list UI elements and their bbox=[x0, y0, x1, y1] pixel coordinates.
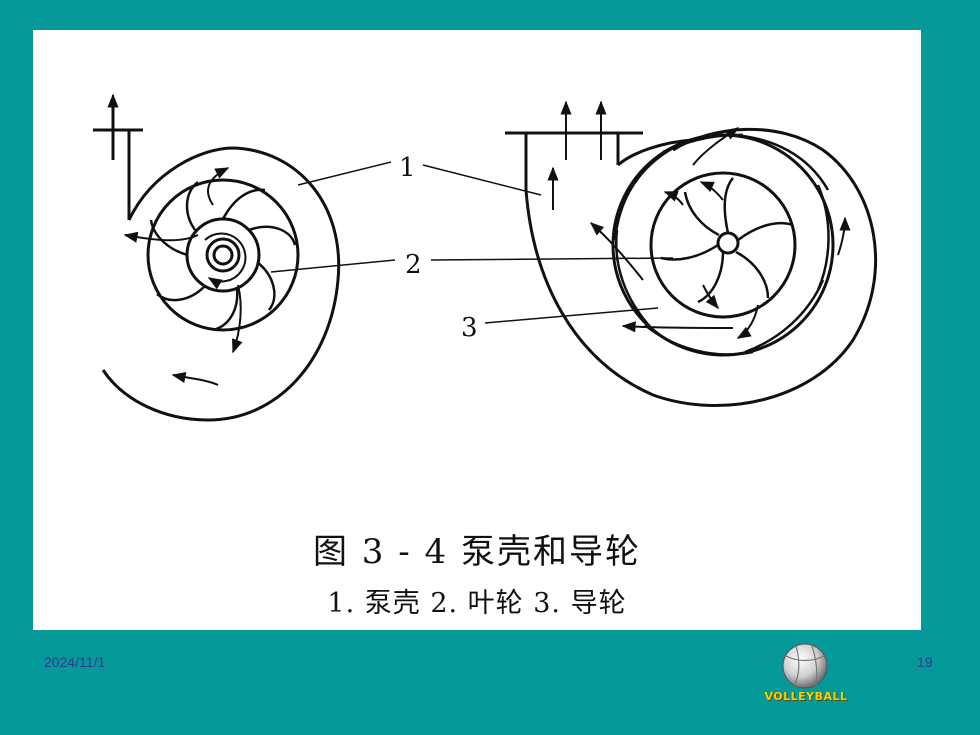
left-flow-arrows bbox=[107, 93, 243, 386]
callout-label-3: 3 bbox=[461, 313, 478, 343]
left-shaft-ring bbox=[205, 237, 241, 273]
logo-text: VOLLEYBALL bbox=[764, 690, 848, 703]
left-volute-casing bbox=[101, 146, 341, 422]
figure-caption-legend: 1. 泵壳 2. 叶轮 3. 导轮 bbox=[327, 588, 627, 619]
right-guide-vanes bbox=[613, 133, 830, 356]
left-impeller-hub bbox=[185, 217, 261, 293]
right-pump bbox=[505, 127, 878, 407]
right-shaft bbox=[716, 231, 740, 255]
left-impeller-rim bbox=[146, 178, 300, 332]
left-outlet-duct bbox=[93, 100, 143, 220]
right-impeller-vanes bbox=[660, 177, 794, 304]
right-flow-arrows bbox=[547, 100, 851, 339]
right-outlet-duct bbox=[505, 131, 643, 190]
footer-date: 2024/11/1 bbox=[44, 654, 106, 670]
callout-label-1: 1 bbox=[399, 153, 416, 183]
figure-caption-title: 图 3 - 4 泵壳和导轮 bbox=[313, 532, 641, 572]
callout-label-2: 2 bbox=[405, 250, 422, 280]
left-impeller-vanes bbox=[149, 181, 297, 332]
left-pump bbox=[93, 100, 341, 422]
volleyball-icon bbox=[782, 643, 828, 689]
volleyball-logo: VOLLEYBALL bbox=[756, 642, 856, 712]
callout-lines bbox=[270, 161, 674, 324]
pump-diagram: 1 2 3 bbox=[93, 93, 878, 422]
slide-panel: 1 2 3 图 3 - 4 泵壳和导轮 1. 泵壳 2. 叶轮 3. 导轮 bbox=[33, 30, 921, 630]
left-shaft bbox=[212, 244, 234, 266]
right-volute-casing bbox=[524, 127, 878, 407]
page-number: 19 bbox=[917, 654, 933, 670]
right-impeller-rim bbox=[649, 171, 797, 319]
